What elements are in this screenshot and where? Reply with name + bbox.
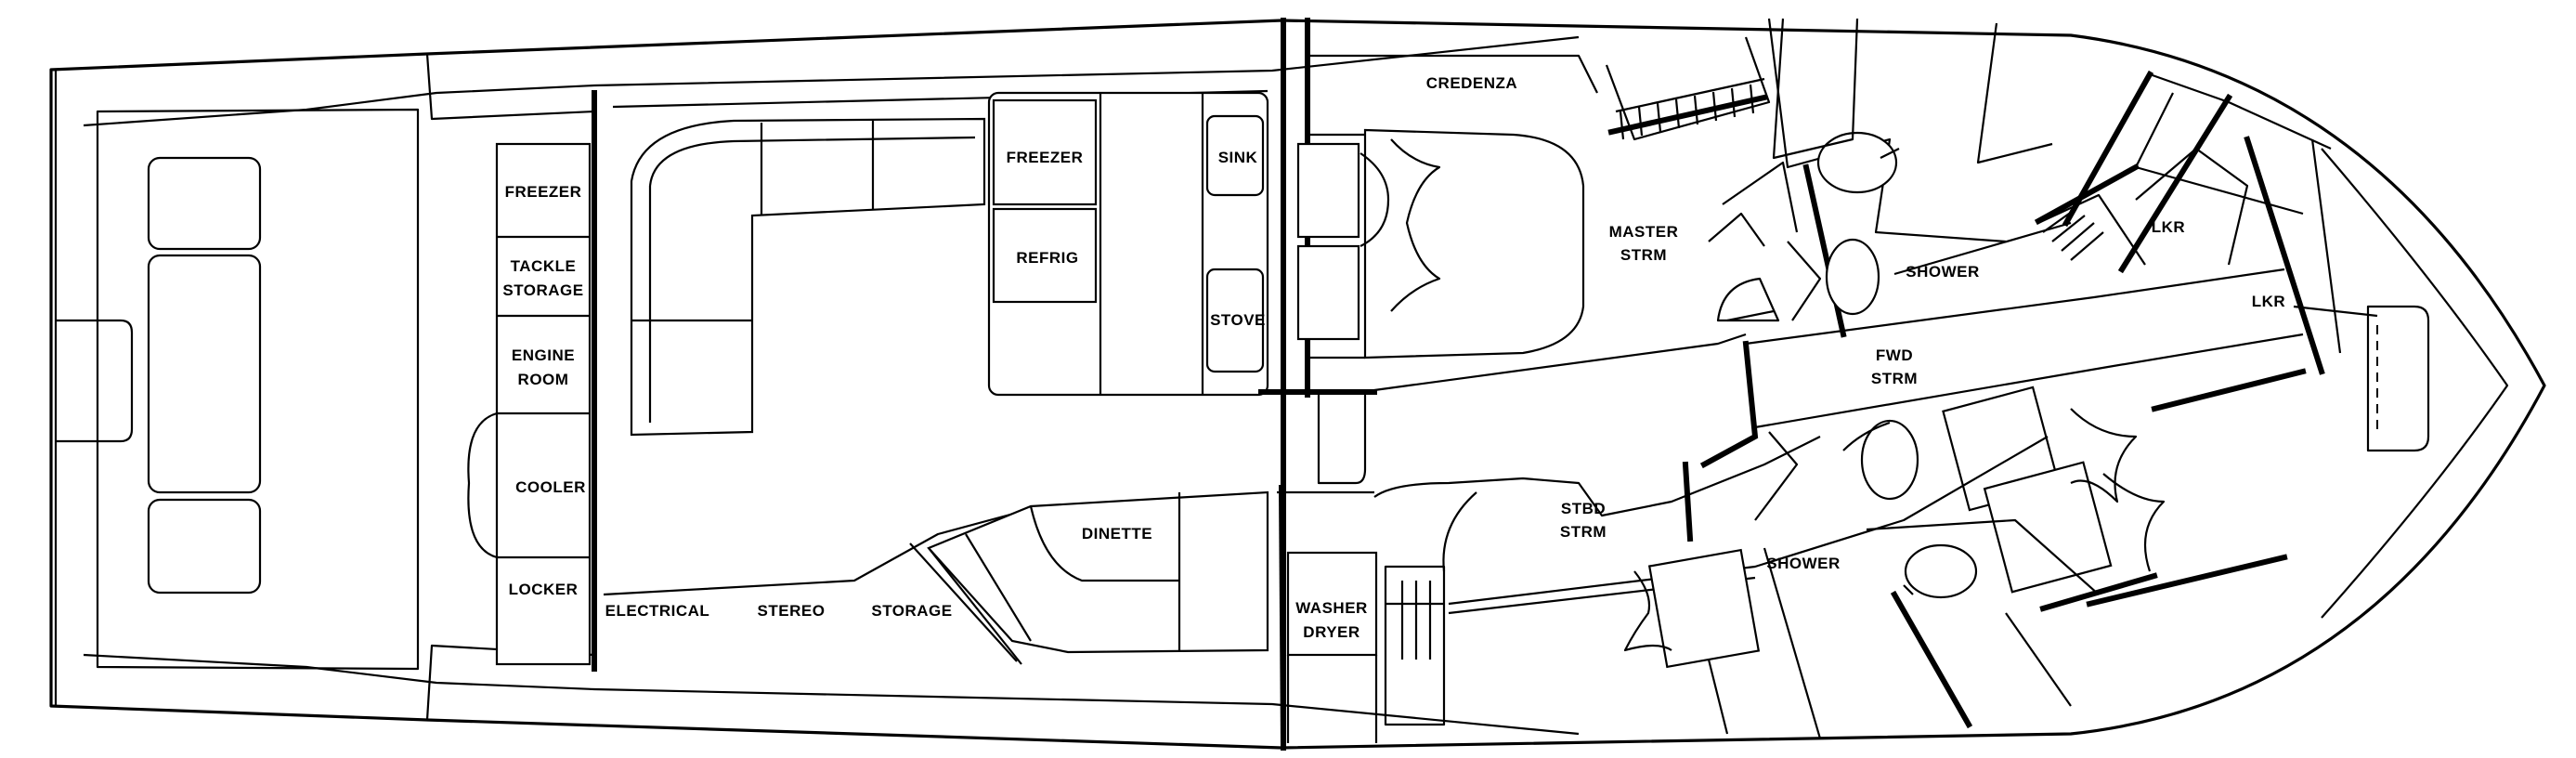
galley bbox=[987, 91, 1269, 397]
freezer-cockpit-label: FREEZER bbox=[505, 183, 582, 201]
stbd-strm-label-1: STBD bbox=[1561, 500, 1606, 517]
refrig-label: REFRIG bbox=[1016, 249, 1078, 267]
engine-room-label-1: ENGINE bbox=[512, 346, 575, 364]
fwd-strm-label-1: FWD bbox=[1876, 346, 1913, 364]
starboard-stateroom bbox=[1373, 340, 2158, 739]
dryer-label: DRYER bbox=[1303, 623, 1360, 641]
hull-outline bbox=[49, 19, 2546, 750]
bow-hatch bbox=[2366, 305, 2430, 452]
stbd-strm-label-2: STRM bbox=[1560, 523, 1607, 541]
credenza-label: CREDENZA bbox=[1426, 74, 1517, 92]
locker-label: LOCKER bbox=[509, 581, 579, 598]
tackle-storage-label-2: STORAGE bbox=[502, 281, 583, 299]
sink-label: SINK bbox=[1218, 149, 1258, 166]
stereo-label: STEREO bbox=[758, 602, 826, 620]
shower-master-label: SHOWER bbox=[1906, 263, 1980, 281]
washer-label: WASHER bbox=[1295, 599, 1368, 617]
master-stateroom bbox=[1296, 18, 2154, 392]
master-strm-label-1: MASTER bbox=[1609, 223, 1679, 241]
lkr-label-2: LKR bbox=[2252, 293, 2285, 310]
lkr-label-1: LKR bbox=[2152, 218, 2185, 236]
freezer-galley-label: FREEZER bbox=[1007, 149, 1084, 166]
master-strm-label-2: STRM bbox=[1620, 246, 1667, 264]
electrical-label: ELECTRICAL bbox=[605, 602, 710, 620]
aft-storage-column bbox=[467, 142, 592, 666]
fwd-strm-label-2: STRM bbox=[1871, 370, 1918, 387]
storage-label: STORAGE bbox=[871, 602, 952, 620]
bulkheads bbox=[1258, 18, 1446, 751]
cooler-label: COOLER bbox=[515, 478, 586, 496]
tackle-storage-label-1: TACKLE bbox=[511, 257, 577, 275]
stove-label: STOVE bbox=[1210, 311, 1266, 329]
cockpit bbox=[54, 53, 595, 721]
shower-stbd-label: SHOWER bbox=[1766, 555, 1841, 572]
engine-room-label-2: ROOM bbox=[518, 371, 569, 388]
dinette-label: DINETTE bbox=[1082, 525, 1152, 542]
salon bbox=[592, 18, 1286, 751]
